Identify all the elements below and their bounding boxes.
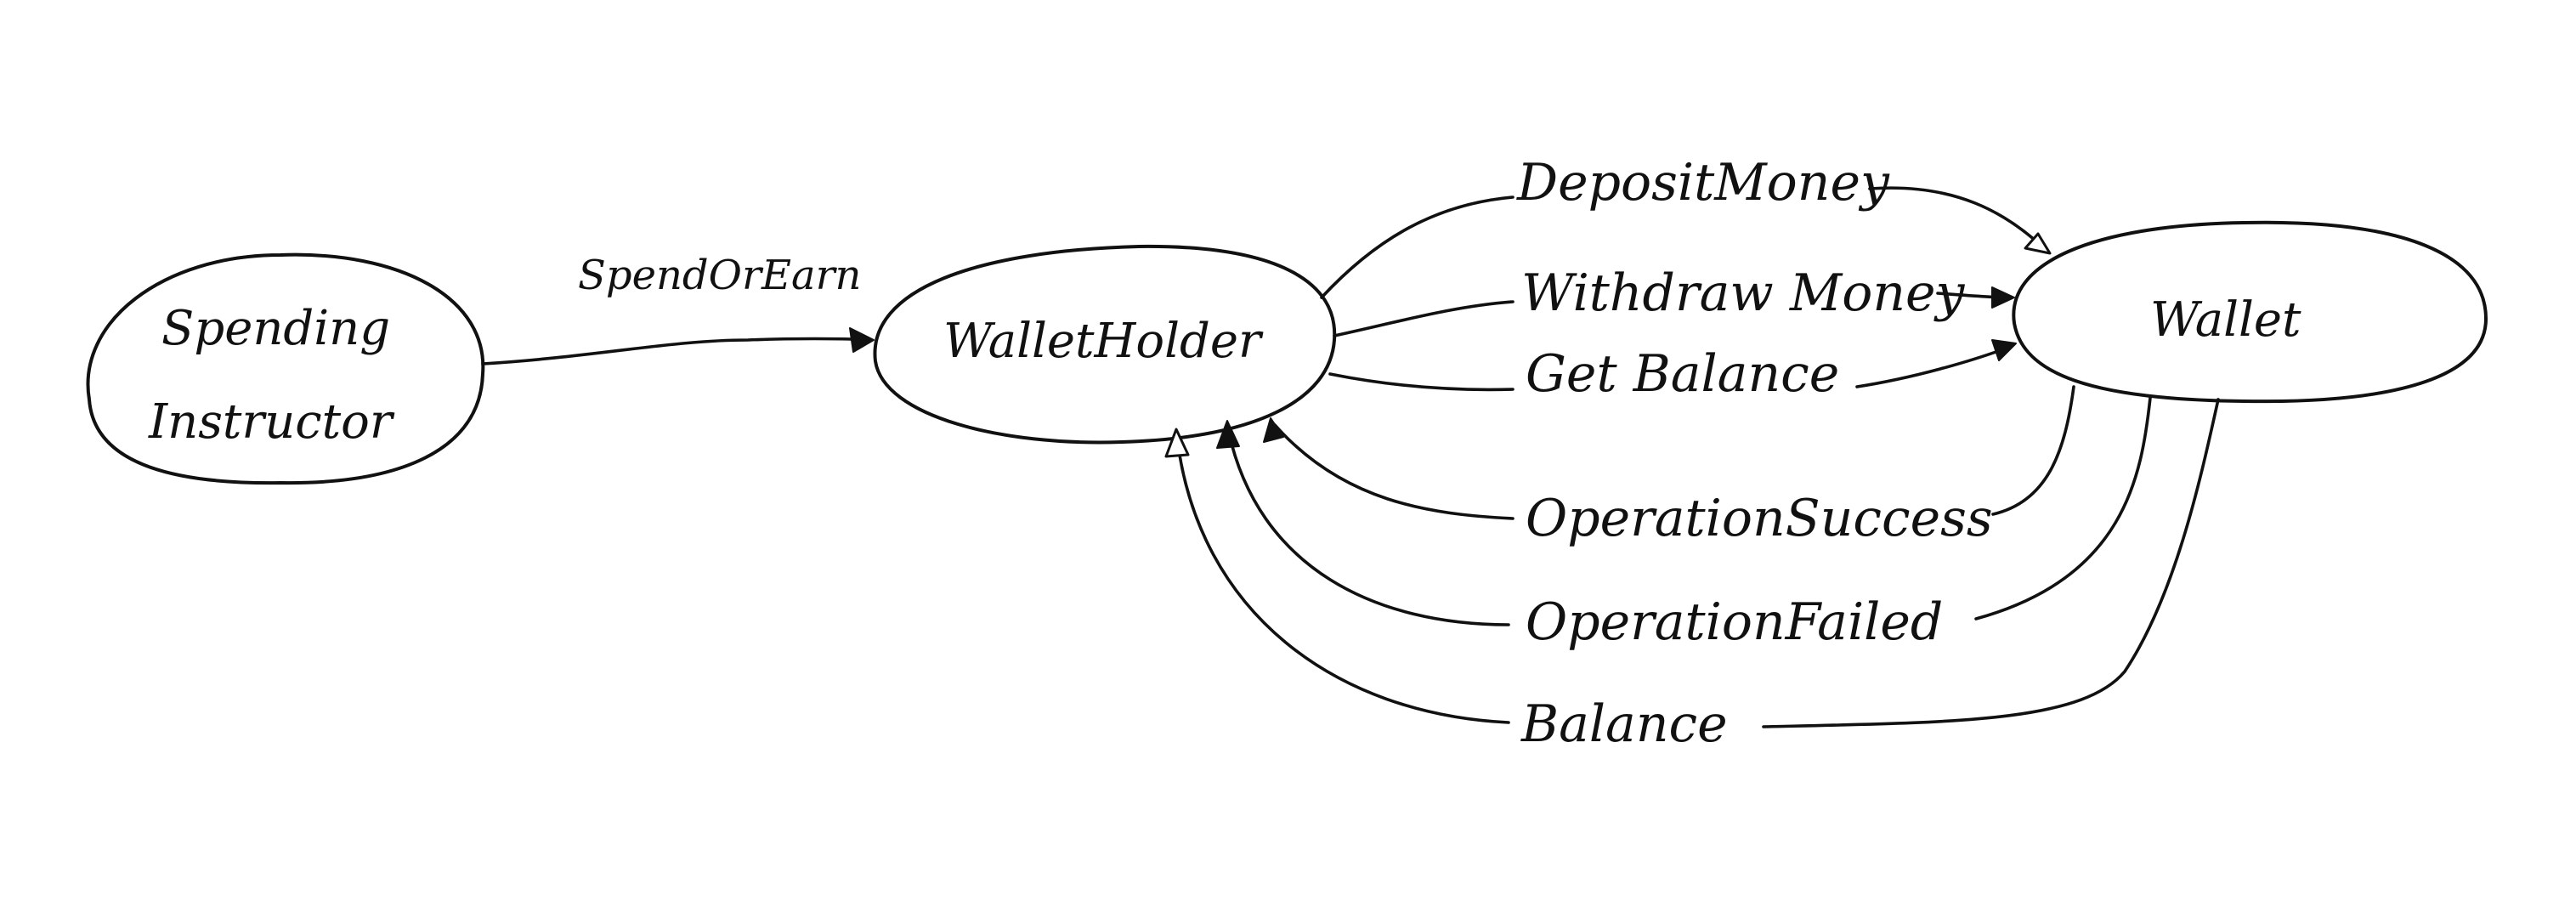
spending-instructor-label-line2: Instructor <box>148 394 395 450</box>
deposit-money-arrowhead <box>2024 232 2052 255</box>
edge-balance: Balance <box>1164 398 2220 754</box>
spend-or-earn-label: SpendOrEarn <box>578 252 861 299</box>
node-wallet: Wallet <box>2012 220 2488 404</box>
get-balance-arrowhead <box>1991 339 2017 361</box>
deposit-money-line-right <box>1868 186 2046 250</box>
edge-get-balance: Get Balance <box>1328 339 2017 404</box>
operation-success-line-right <box>1991 385 2075 516</box>
operation-failed-line-left <box>1226 428 1510 626</box>
withdraw-money-line-left <box>1333 300 1514 337</box>
wallet-holder-ellipse <box>873 244 1337 445</box>
operation-failed-line-right <box>1974 396 2152 620</box>
get-balance-label: Get Balance <box>1526 344 1839 404</box>
get-balance-line-left <box>1328 372 1514 392</box>
balance-line-right <box>1762 398 2220 728</box>
spending-instructor-ellipse <box>86 252 485 485</box>
edge-operation-success: OperationSuccess <box>1263 385 2075 548</box>
operation-success-label: OperationSuccess <box>1526 489 1993 548</box>
spend-or-earn-line <box>481 337 873 366</box>
get-balance-line-right <box>1855 345 2012 388</box>
node-wallet-holder: WalletHolder <box>873 244 1337 445</box>
deposit-money-line-left <box>1320 196 1514 299</box>
node-spending-instructor: Spending Instructor <box>86 252 485 485</box>
spending-instructor-label-line1: Spending <box>161 301 390 356</box>
spend-or-earn-arrowhead <box>849 327 875 353</box>
wallet-holder-label: WalletHolder <box>943 314 1264 369</box>
wallet-ellipse <box>2012 220 2488 404</box>
balance-line-left <box>1175 436 1510 724</box>
balance-label: Balance <box>1520 694 1728 754</box>
withdraw-money-arrowhead <box>1991 286 2015 309</box>
withdraw-money-label: Withdraw Money <box>1521 264 1966 323</box>
operation-failed-arrowhead <box>1216 420 1240 449</box>
edge-deposit-money: DepositMoney <box>1320 153 2052 299</box>
operation-success-arrowhead <box>1263 417 1284 443</box>
edge-withdraw-money: Withdraw Money <box>1333 264 2015 337</box>
edge-spend-or-earn: SpendOrEarn <box>481 252 875 366</box>
operation-success-line-left <box>1273 423 1514 520</box>
operation-failed-label: OperationFailed <box>1526 592 1943 652</box>
wallet-label: Wallet <box>2150 292 2301 348</box>
deposit-money-label: DepositMoney <box>1516 153 1890 212</box>
balance-arrowhead <box>1164 428 1190 458</box>
edge-operation-failed: OperationFailed <box>1216 396 2152 652</box>
